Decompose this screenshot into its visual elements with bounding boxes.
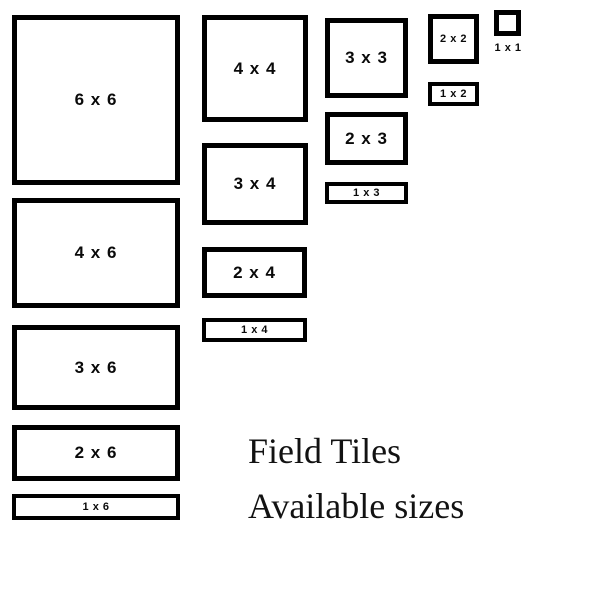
tile-2x3-label: 2 x 3	[345, 128, 388, 148]
tile-3x3-label: 3 x 3	[345, 48, 388, 67]
title-line-2: Available sizes	[248, 486, 465, 526]
tile-3x3: 3 x 3	[325, 18, 408, 98]
tile-2x4: 2 x 4	[202, 247, 307, 298]
tile-1x2: 1 x 2	[428, 82, 479, 106]
tile-4x6: 4 x 6	[12, 198, 180, 308]
tile-1x3-label: 1 x 3	[353, 187, 380, 199]
tile-1x4-label: 1 x 4	[241, 324, 268, 336]
tile-1x1-label: 1 x 1	[494, 42, 522, 54]
tile-2x2: 2 x 2	[428, 14, 479, 64]
tile-6x6-label: 6 x 6	[74, 90, 118, 109]
tile-3x6: 3 x 6	[12, 325, 180, 410]
tile-1x6-label: 1 x 6	[82, 501, 110, 513]
tile-3x6-label: 3 x 6	[74, 357, 118, 377]
tile-4x6-label: 4 x 6	[74, 243, 118, 262]
tile-2x3: 2 x 3	[325, 112, 408, 165]
tile-3x4: 3 x 4	[202, 143, 308, 225]
tile-2x6: 2 x 6	[12, 425, 180, 481]
tile-1x3: 1 x 3	[325, 182, 408, 204]
tile-2x6-label: 2 x 6	[74, 443, 118, 462]
tile-1x6: 1 x 6	[12, 494, 180, 520]
tile-4x4: 4 x 4	[202, 15, 308, 122]
tile-4x4-label: 4 x 4	[233, 58, 277, 78]
diagram-title: Field Tiles Available sizes	[248, 424, 464, 534]
title-line-1: Field Tiles	[248, 431, 402, 471]
tile-3x4-label: 3 x 4	[233, 174, 277, 193]
tile-6x6: 6 x 6	[12, 15, 180, 185]
tile-2x4-label: 2 x 4	[233, 262, 276, 282]
tile-1x1	[494, 10, 521, 36]
tile-1x4: 1 x 4	[202, 318, 307, 342]
tile-2x2-label: 2 x 2	[440, 33, 467, 45]
tile-1x2-label: 1 x 2	[440, 88, 467, 100]
